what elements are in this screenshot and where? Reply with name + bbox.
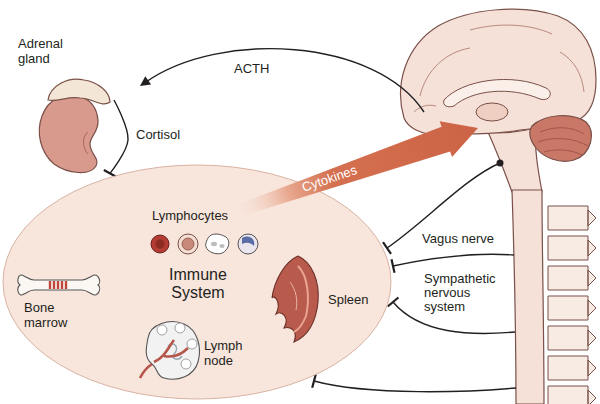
lymph-node-shape xyxy=(146,322,199,380)
cell-center xyxy=(156,240,165,249)
lymphocyte-cell xyxy=(178,234,198,254)
vertebra xyxy=(548,386,596,404)
kidney-hilum xyxy=(84,132,89,154)
thalamus xyxy=(476,103,508,121)
b-cell xyxy=(238,234,258,254)
spleen-hilum xyxy=(294,266,308,332)
adrenal-gland-node: Adrenal gland xyxy=(18,36,114,172)
cell-nucleus xyxy=(219,244,224,248)
macrophage-cell xyxy=(206,234,229,254)
cytokine-band xyxy=(233,121,478,218)
spleen-vessel xyxy=(290,282,297,310)
acth-line xyxy=(146,49,424,112)
sympathetic-line xyxy=(393,254,514,266)
acth-arrow xyxy=(140,49,424,112)
vertebra xyxy=(548,266,596,290)
cytokine-arrow xyxy=(233,121,478,218)
vagus-line xyxy=(387,163,500,248)
node-label: Lymphocytes xyxy=(152,208,252,223)
cerebellum xyxy=(530,116,591,162)
node-label: Adrenal gland xyxy=(18,36,80,66)
vagus-nerve-line xyxy=(383,160,504,254)
cell-nucleus xyxy=(211,242,217,246)
spinal-cord xyxy=(512,190,544,404)
nerve-label: Sympathetic nervous system xyxy=(424,272,504,314)
node-label: Bone marrow xyxy=(24,300,82,330)
arrowhead xyxy=(140,76,151,86)
hormone-label: ACTH xyxy=(234,62,269,76)
lymphocytes-group: Lymphocytes xyxy=(150,208,275,260)
sympathetic-line xyxy=(314,381,516,392)
lymph-vessels xyxy=(140,340,188,378)
connector-line xyxy=(110,100,128,173)
bone-shape xyxy=(18,275,100,295)
marrow-stripes xyxy=(50,281,66,289)
follicle xyxy=(157,325,167,335)
vertebra xyxy=(548,296,596,320)
immune-ellipse-outline xyxy=(3,165,391,399)
cerebellum-folds xyxy=(538,128,588,155)
vertebra xyxy=(548,326,596,350)
follicle xyxy=(187,339,197,349)
corpus-callosum xyxy=(444,79,551,106)
inhibition-bar xyxy=(392,259,395,273)
kidney-shape xyxy=(39,95,98,173)
vertebra xyxy=(548,206,596,230)
spleen-shape xyxy=(272,256,318,342)
spleen-node: Spleen xyxy=(268,252,376,347)
red-cell xyxy=(151,235,169,253)
lymph-node-node: Lymph node xyxy=(140,318,252,386)
bone-marrow-node: Bone marrow xyxy=(16,268,106,340)
adrenal-cap xyxy=(48,79,110,104)
edge-label: Cortisol xyxy=(136,128,180,142)
follicle xyxy=(175,323,185,333)
vertebra xyxy=(548,356,596,380)
signal-label: Cytokines xyxy=(300,163,359,195)
node-label: Spleen xyxy=(328,292,374,307)
nerve-label: Vagus nerve xyxy=(422,232,494,246)
node-label: Lymph node xyxy=(204,338,250,368)
vertebra xyxy=(548,236,596,260)
brain-gyri xyxy=(414,25,584,112)
brain xyxy=(401,9,596,404)
follicle xyxy=(181,359,191,369)
node-label: Immune System xyxy=(162,266,234,302)
inhibition-connector xyxy=(104,100,128,177)
cell-nucleus xyxy=(242,236,254,246)
cell-nucleus xyxy=(182,238,194,250)
immune-system-ellipse: Immune System LymphocytesBone marrow Splee… xyxy=(2,164,392,400)
vertebral-column xyxy=(548,206,596,404)
